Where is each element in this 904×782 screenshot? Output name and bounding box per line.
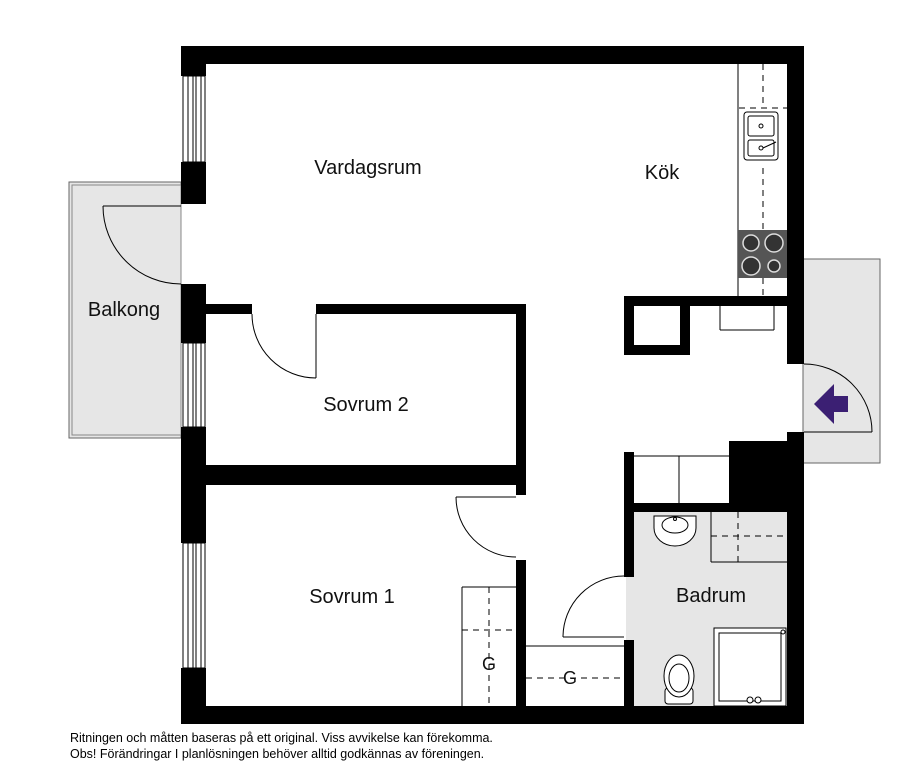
- hall-closet: [526, 645, 624, 679]
- room-label-sovrum1: Sovrum 1: [309, 586, 395, 608]
- balcony: [68, 181, 182, 439]
- entrance-landing: [802, 258, 881, 464]
- room-label-sovrum2: Sovrum 2: [323, 394, 409, 416]
- sink-icon: [743, 111, 779, 161]
- room-label-vardagsrum: Vardagsrum: [314, 157, 421, 179]
- room-label-badrum: Badrum: [676, 585, 746, 607]
- stove-icon: [738, 230, 787, 278]
- hall-wardrobe: [634, 455, 729, 503]
- outer-walls: [181, 46, 804, 724]
- shower-icon: [713, 627, 787, 707]
- footer-line-2: Obs! Förändringar I planlösningen behöve…: [70, 747, 485, 761]
- room-label-kok: Kök: [645, 162, 680, 184]
- footer-line-1: Ritningen och måtten baseras på ett orig…: [70, 731, 493, 745]
- entrance-arrow-icon: [814, 384, 848, 424]
- closet-label-g1: G: [482, 654, 496, 674]
- windows: [182, 75, 206, 669]
- doors: [102, 205, 873, 638]
- interior-walls: [206, 296, 787, 706]
- washing-machine-space: [710, 512, 787, 563]
- toilet-icon: [663, 654, 695, 705]
- bedroom-closet: [461, 586, 516, 706]
- footer-disclaimer: Ritningen och måtten baseras på ett orig…: [70, 730, 493, 762]
- kitchen-counter: [719, 64, 787, 331]
- room-label-balkong: Balkong: [88, 299, 160, 321]
- closet-label-g2: G: [563, 668, 577, 688]
- washbasin-icon: [653, 515, 697, 547]
